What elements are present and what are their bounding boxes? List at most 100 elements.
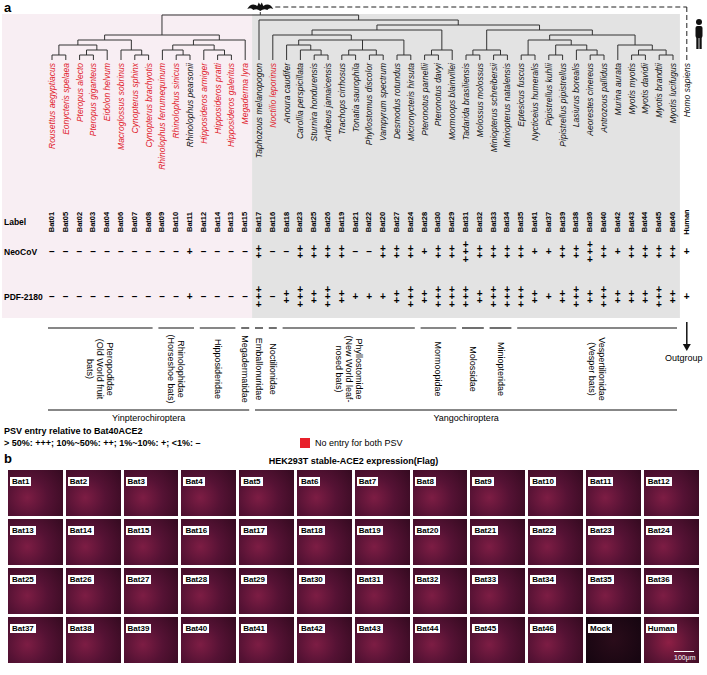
entry-symbol: ++	[394, 290, 401, 305]
tree-branch	[65, 55, 66, 60]
tree-branch	[96, 45, 97, 50]
entry-symbol: +	[683, 248, 690, 256]
tile-label: Bat33	[472, 575, 498, 584]
species-name: Antrozous pallidus	[598, 63, 610, 203]
tree-branch	[590, 55, 591, 60]
microscopy-tile: Bat14	[66, 519, 121, 565]
species-name: Pteronotus davyi	[432, 63, 444, 203]
tree-branch	[310, 45, 311, 50]
tree-branch	[500, 50, 501, 55]
entry-symbol: +++	[587, 241, 594, 264]
tree-branch	[376, 25, 377, 30]
family-label: Hipposideridae	[213, 333, 223, 405]
microscopy-tile: Mock	[586, 617, 641, 663]
entry-symbol: ++	[421, 290, 428, 305]
tile-label: Mock	[588, 624, 612, 633]
tile-label: Bat22	[530, 526, 556, 535]
species-name: Anoura caudifer	[281, 63, 293, 203]
microscopy-tile: Human100μm	[644, 617, 699, 663]
species-name: Myotis davidii	[639, 63, 651, 203]
tile-label: Bat25	[10, 575, 36, 584]
microscopy-tile: Bat16	[181, 519, 236, 565]
tree-branch	[410, 55, 411, 60]
microscopy-tile: Bat29	[239, 568, 294, 614]
tile-label: Bat13	[10, 526, 36, 535]
tile-label: Bat2	[68, 477, 89, 486]
entry-symbol: ++	[311, 245, 318, 260]
family-bracket	[421, 327, 457, 328]
entry-symbol: ++	[380, 245, 387, 260]
tree-branch	[576, 50, 577, 60]
bat-label: Bat40	[599, 206, 609, 238]
species-name: Artibeus jamaicensis	[322, 63, 334, 203]
tree-branch	[219, 35, 220, 40]
entry-symbol: +++	[518, 286, 525, 309]
entry-symbol: –	[131, 293, 138, 301]
family-label: Molossidae	[468, 333, 478, 405]
entry-symbol: +	[545, 248, 552, 256]
tree-branch	[452, 50, 453, 60]
tree-branch	[535, 55, 536, 60]
tree-branch	[134, 55, 135, 60]
bat-label: Bat32	[475, 206, 485, 238]
microscopy-tile: Bat19	[355, 519, 410, 565]
tile-label: Bat9	[472, 477, 493, 486]
microscopy-tile: Bat7	[355, 470, 410, 516]
tree-branch	[635, 35, 636, 45]
bat-label: Bat04	[102, 206, 112, 238]
species-name: Cynopterus sphinx	[129, 63, 141, 203]
tree-branch	[86, 50, 87, 55]
entry-symbol: –	[118, 293, 125, 301]
entry-symbol: +	[187, 293, 194, 301]
bat-label: Bat43	[627, 206, 637, 238]
tree-branch	[131, 40, 132, 50]
tree-branch	[148, 55, 149, 60]
entry-symbol: ++	[338, 290, 345, 305]
bat-label: Bat16	[268, 206, 278, 238]
microscopy-tile: Bat3	[124, 470, 179, 516]
tree-branch	[121, 50, 122, 60]
entry-symbol: ++	[504, 245, 511, 260]
entry-symbol: +++	[573, 286, 580, 309]
bat-label: Bat14	[213, 206, 223, 238]
tree-branch	[104, 35, 105, 40]
entry-symbol: +	[614, 248, 621, 256]
bat-label: Human	[682, 206, 692, 238]
species-name: Miniopterus schreibersii	[488, 63, 500, 203]
microscopy-tile: Bat43	[355, 617, 410, 663]
tile-label: Bat12	[646, 477, 672, 486]
entry-symbol: ++	[518, 245, 525, 260]
microscopy-tile: Bat15	[124, 519, 179, 565]
family-bracket	[241, 327, 249, 328]
tile-label: Bat5	[241, 477, 262, 486]
bat-label: Bat24	[406, 206, 416, 238]
tree-branch	[183, 50, 184, 55]
bat-label: Bat13	[226, 206, 236, 238]
tree-branch	[355, 55, 356, 60]
tree-branch	[107, 50, 108, 60]
family-label: Vespertilionidae (Vesper bats)	[587, 333, 607, 405]
entry-symbol: –	[76, 293, 83, 301]
bat-label: Bat03	[88, 206, 98, 238]
tree-branch	[592, 30, 593, 35]
entry-symbol: –	[76, 248, 83, 256]
tree-branch	[539, 25, 540, 30]
bat-label: Bat02	[75, 206, 85, 238]
outgroup-label: Outgroup	[665, 353, 703, 363]
tile-label: Bat14	[68, 526, 94, 535]
entry-symbol: ++	[476, 290, 483, 305]
panel-letter: b	[4, 451, 12, 466]
tile-label: Bat29	[241, 575, 267, 584]
tree-branch	[231, 55, 232, 60]
entry-symbol: +	[683, 293, 690, 301]
family-bracket	[269, 327, 277, 328]
bat-label: Bat38	[571, 206, 581, 238]
entry-symbol: ++	[670, 290, 677, 305]
tree-branch	[341, 55, 342, 60]
tile-label: Bat41	[241, 624, 267, 633]
tile-label: Bat36	[646, 575, 672, 584]
entry-symbol: +++	[601, 286, 608, 309]
bat-label: Bat30	[433, 206, 443, 238]
species-name: Hipposideros armiger	[198, 63, 210, 203]
entry-symbol: ++	[325, 245, 332, 260]
